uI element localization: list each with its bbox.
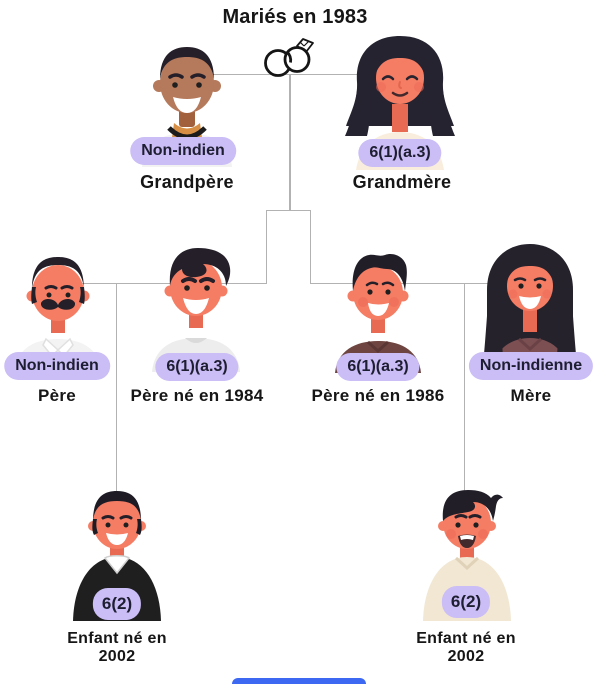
status-badge-grandmother: 6(1)(a.3) — [358, 139, 442, 167]
connector-marriage — [200, 74, 372, 76]
connector-couple-right — [310, 283, 506, 285]
status-badge-child-right: 6(2) — [441, 586, 491, 618]
name-label-grandmother: Grandmère — [352, 172, 452, 192]
child-left-name-line1: Enfant né en — [67, 630, 167, 647]
connector-split-horizontal — [266, 210, 311, 212]
connector-drop-right-child — [464, 283, 466, 512]
status-badge-grandfather: Non-indien — [130, 137, 236, 165]
partial-button[interactable] — [232, 678, 366, 684]
name-label-father-1986: Père né en 1986 — [311, 386, 445, 405]
name-label-grandfather: Grandpère — [140, 172, 234, 192]
connector-drop-left-child — [115, 283, 118, 512]
child-right-name-line1: Enfant né en — [416, 630, 516, 647]
name-label-mother: Mère — [510, 386, 552, 405]
connector-couple-left — [45, 283, 267, 285]
status-badge-child-left: 6(2) — [92, 588, 142, 620]
status-badge-father: Non-indien — [4, 352, 110, 380]
name-label-father-1984: Père né en 1984 — [130, 386, 264, 405]
connector-branch-right — [309, 210, 312, 284]
child-right-name-line2: 2002 — [447, 648, 485, 665]
connector-center-vertical — [289, 74, 291, 211]
marriage-title: Mariés en 1983 — [222, 6, 368, 28]
status-badge-father-1986: 6(1)(a.3) — [336, 353, 420, 381]
name-label-child-left: Enfant né en 2002 — [67, 630, 167, 666]
name-label-child-right: Enfant né en 2002 — [416, 630, 516, 666]
name-label-father: Père — [37, 386, 77, 405]
wedding-rings-icon — [264, 38, 314, 77]
status-badge-father-1984: 6(1)(a.3) — [155, 353, 239, 381]
child-left-name-line2: 2002 — [98, 648, 136, 665]
avatar-father-1984 — [152, 248, 240, 372]
connector-branch-left — [266, 210, 268, 284]
status-badge-mother: Non-indienne — [468, 352, 594, 380]
